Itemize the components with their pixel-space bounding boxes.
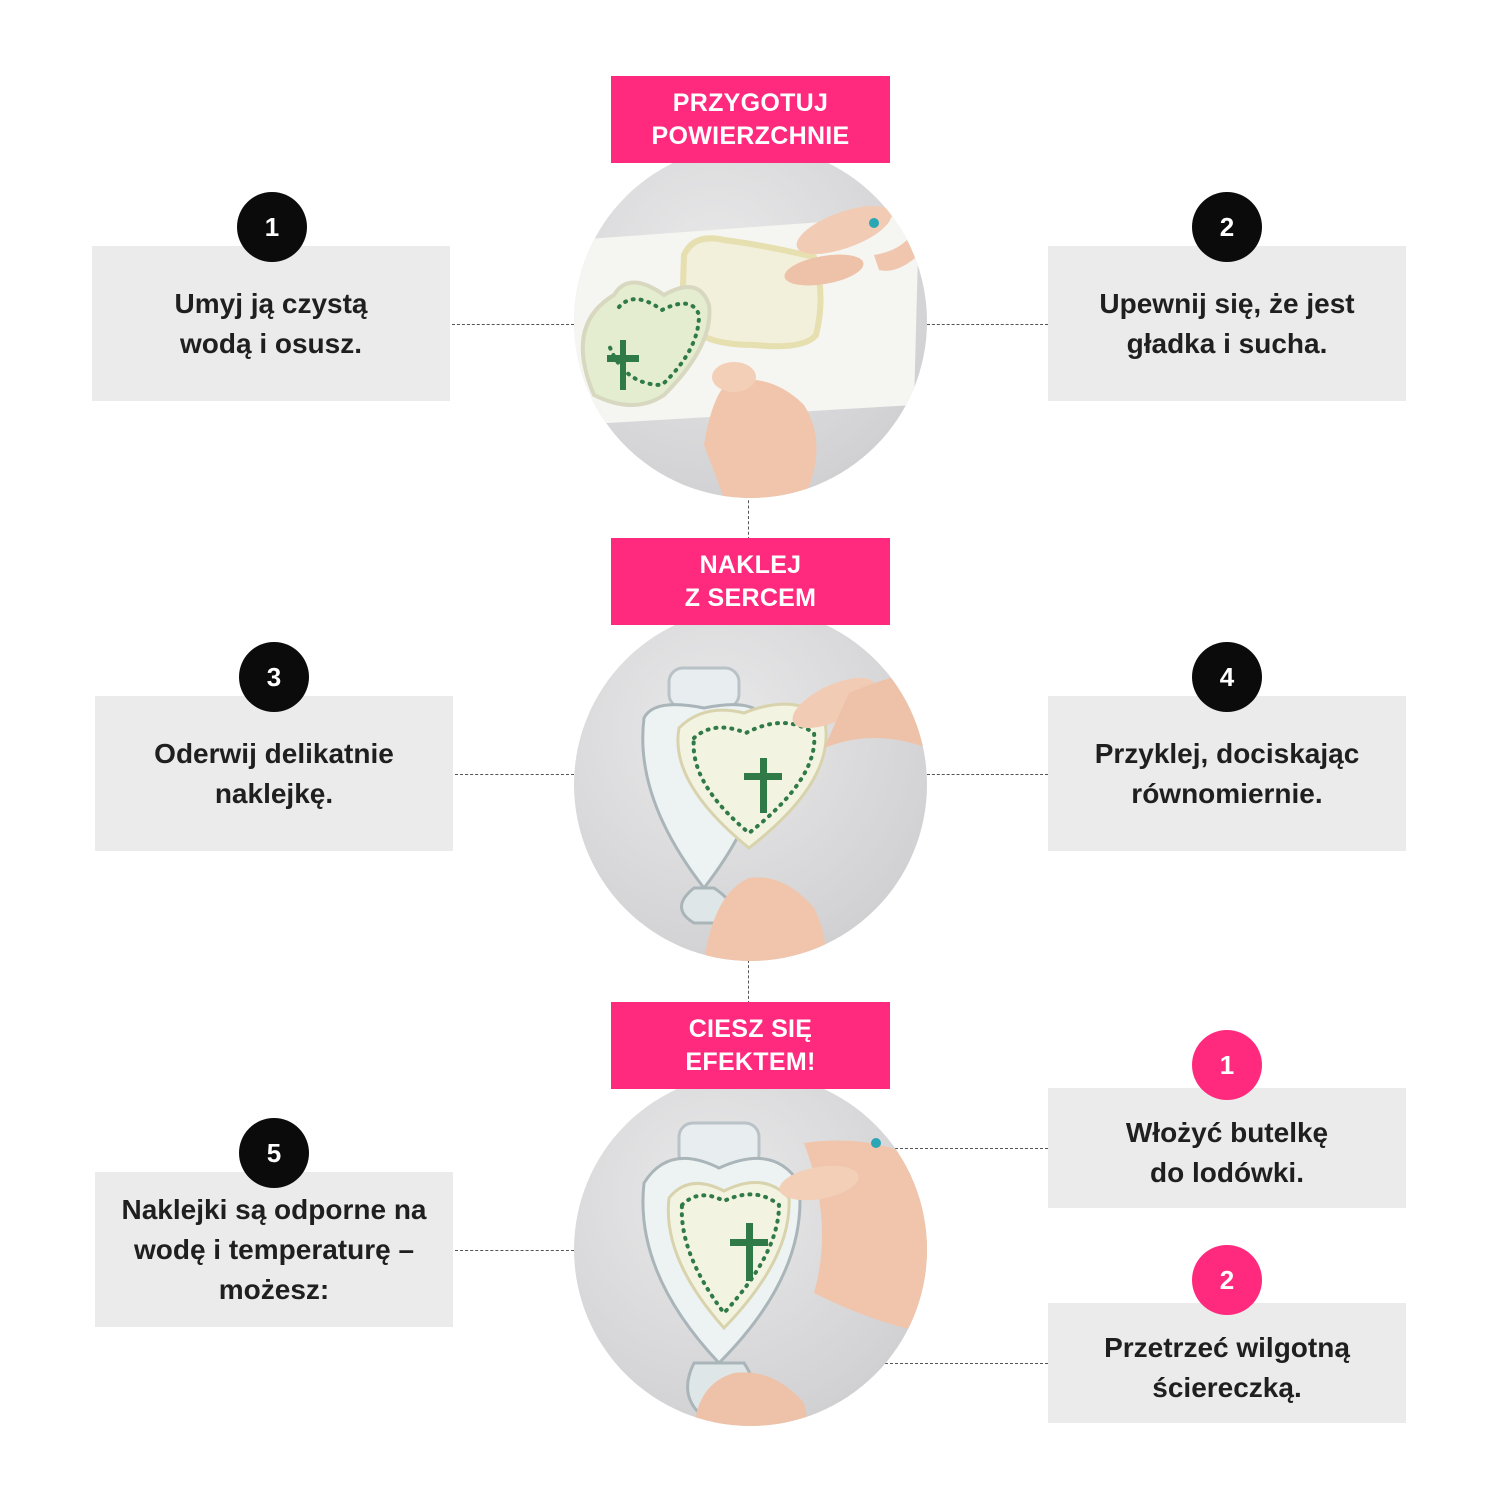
step-2-badge: 2 [1192, 192, 1262, 262]
connector-step-3 [455, 774, 574, 775]
connector-vertical-1 [748, 495, 749, 540]
connector-step-1 [452, 324, 574, 325]
section-banner-apply: NAKLEJ Z SERCEM [611, 538, 890, 625]
photo-sticker-sheet [574, 145, 927, 498]
option-2-text: Przetrzeć wilgotną ściereczką. [1048, 1303, 1406, 1423]
connector-option-1 [890, 1148, 1048, 1149]
connector-step-2 [927, 324, 1048, 325]
option-2-badge: 2 [1192, 1245, 1262, 1315]
option-1-text: Włożyć butelkę do lodówki. [1048, 1088, 1406, 1208]
connector-step-4 [927, 774, 1048, 775]
section-banner-prepare: PRZYGOTUJ POWIERZCHNIE [611, 76, 890, 163]
sticker-sheet-illustration [574, 205, 924, 498]
connector-option-2 [880, 1363, 1048, 1364]
step-2-text: Upewnij się, że jest gładka i sucha. [1048, 246, 1406, 401]
step-3-text: Oderwij delikatnie naklejkę. [95, 696, 453, 851]
step-4-badge: 4 [1192, 642, 1262, 712]
connector-step-5 [455, 1250, 574, 1251]
heart-bottle-illustration [641, 666, 927, 961]
connector-vertical-2 [748, 960, 749, 1004]
step-3-badge: 3 [239, 642, 309, 712]
finished-bottle-illustration [641, 1121, 927, 1426]
step-5-badge: 5 [239, 1118, 309, 1188]
step-1-badge: 1 [237, 192, 307, 262]
step-4-text: Przyklej, dociskając równomiernie. [1048, 696, 1406, 851]
option-1-badge: 1 [1192, 1030, 1262, 1100]
photo-finished-bottle [574, 1073, 927, 1426]
step-5-text: Naklejki są odporne na wodę i temperatur… [95, 1172, 453, 1327]
section-banner-enjoy: CIESZ SIĘ EFEKTEM! [611, 1002, 890, 1089]
step-1-text: Umyj ją czystą wodą i osusz. [92, 246, 450, 401]
photo-applying-sticker [574, 608, 927, 961]
